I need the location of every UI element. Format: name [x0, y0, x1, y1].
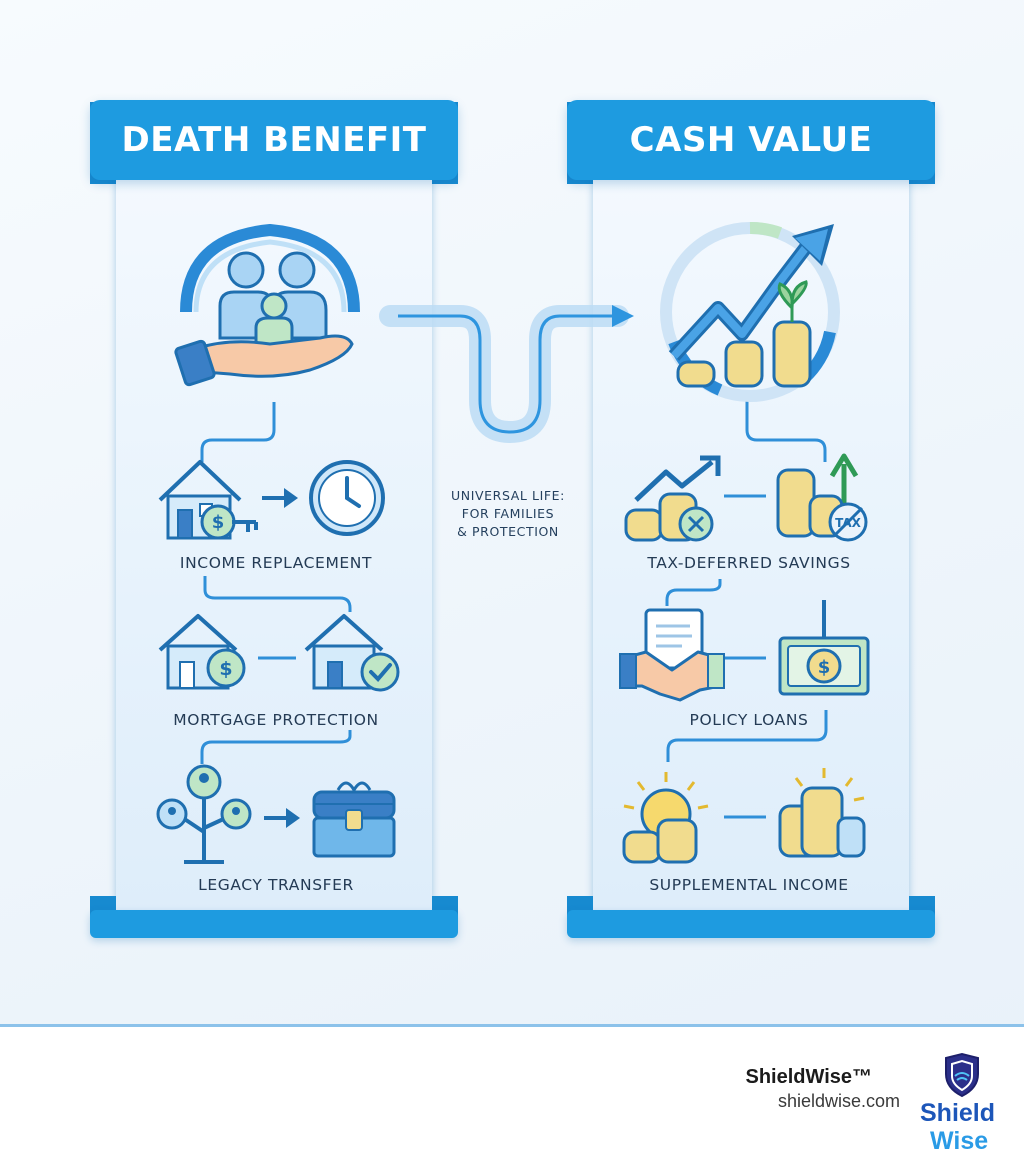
sun-coins-icon: [622, 772, 709, 864]
house-key-icon: $: [158, 460, 258, 540]
center-note-line-3: & PROTECTION: [457, 524, 559, 539]
arrow-right-icon: [264, 808, 300, 828]
dollar-sign: $: [818, 657, 831, 678]
treasure-chest-icon: [312, 781, 396, 858]
right-banner-title: CASH VALUE: [567, 100, 935, 180]
arrow-right-icon: [262, 488, 298, 508]
item-label-tax-deferred-savings: TAX-DEFERRED SAVINGS: [647, 554, 851, 572]
connector-lines: [200, 305, 828, 819]
center-note-line-2: FOR FAMILIES: [461, 506, 555, 521]
family-tree-icon: [156, 764, 252, 864]
item-label-mortgage-protection: MORTGAGE PROTECTION: [173, 711, 379, 729]
growth-coins-icon: [660, 222, 840, 402]
logo-wordmark-line-1: Shield: [920, 1099, 996, 1127]
dollar-sign: $: [212, 512, 225, 533]
footer-divider: [0, 1024, 1024, 1027]
item-label-legacy-transfer: LEGACY TRANSFER: [198, 876, 354, 894]
money-hook-icon: $: [778, 600, 870, 696]
brand-name: ShieldWise™: [745, 1066, 872, 1088]
house-check-icon: [304, 614, 400, 692]
right-banner-foot: [567, 910, 935, 938]
center-note-line-1: UNIVERSAL LIFE:: [451, 488, 565, 503]
item-label-policy-loans: POLICY LOANS: [689, 711, 809, 729]
logo-wordmark-line-2: Wise: [930, 1128, 989, 1154]
family-protection-icon: [174, 223, 360, 387]
item-label-income-replacement: INCOME REPLACEMENT: [179, 554, 373, 572]
coin-stacks-icon: [778, 768, 866, 858]
left-banner-foot: [90, 910, 458, 938]
tax-coins-icon: TAX: [776, 453, 868, 542]
center-note: UNIVERSAL LIFE: FOR FAMILIES & PROTECTIO…: [451, 487, 565, 541]
shield-logo-icon: [945, 1052, 979, 1098]
house-coin-icon: $: [158, 614, 246, 690]
left-banner-title: DEATH BENEFIT: [90, 100, 458, 180]
item-label-supplemental-income: SUPPLEMENTAL INCOME: [649, 876, 849, 894]
handshake-document-icon: [619, 608, 725, 702]
footer: [0, 1027, 1024, 1154]
dollar-sign: $: [219, 658, 232, 680]
brand-url[interactable]: shieldwise.com: [777, 1091, 900, 1111]
coins-growth-icon: [624, 455, 721, 542]
clock-icon: [309, 460, 385, 536]
